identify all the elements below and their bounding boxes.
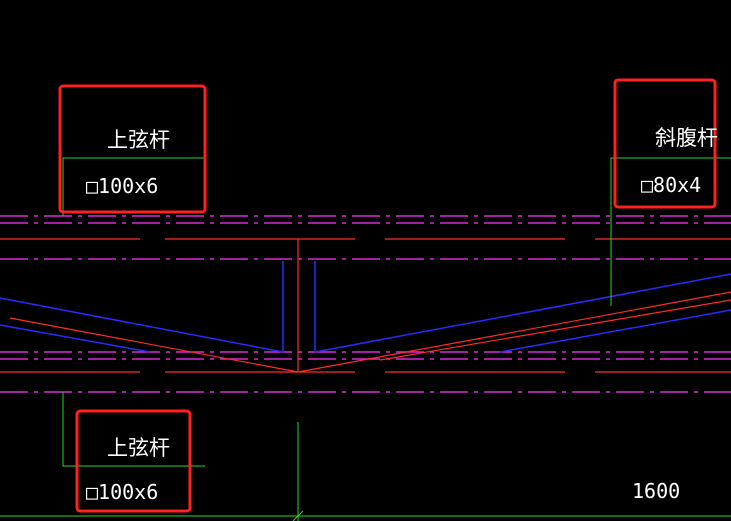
section-size-label: □100x6 <box>86 480 158 504</box>
callout-web-member[interactable]: 斜腹杆 □80x4 <box>613 78 718 209</box>
section-size-label: □100x6 <box>86 174 158 198</box>
highlight-box <box>58 84 207 214</box>
member-name-label: 斜腹杆 <box>655 126 718 150</box>
green-leaders <box>0 157 731 521</box>
member-name-label: 上弦杆 <box>107 128 170 152</box>
callout-top-chord-upper[interactable]: 上弦杆 □100x6 <box>58 84 207 214</box>
highlight-box <box>613 78 717 209</box>
red-chord-lines <box>0 238 731 373</box>
member-name-label: 上弦杆 <box>107 436 170 460</box>
callout-top-chord-lower[interactable]: 上弦杆 □100x6 <box>75 409 192 513</box>
section-size-label: □80x4 <box>641 173 701 197</box>
magenta-centerlines <box>0 215 731 393</box>
highlight-box <box>75 409 192 513</box>
dimension-value: 1600 <box>632 479 680 503</box>
blue-member-outlines <box>0 261 731 353</box>
